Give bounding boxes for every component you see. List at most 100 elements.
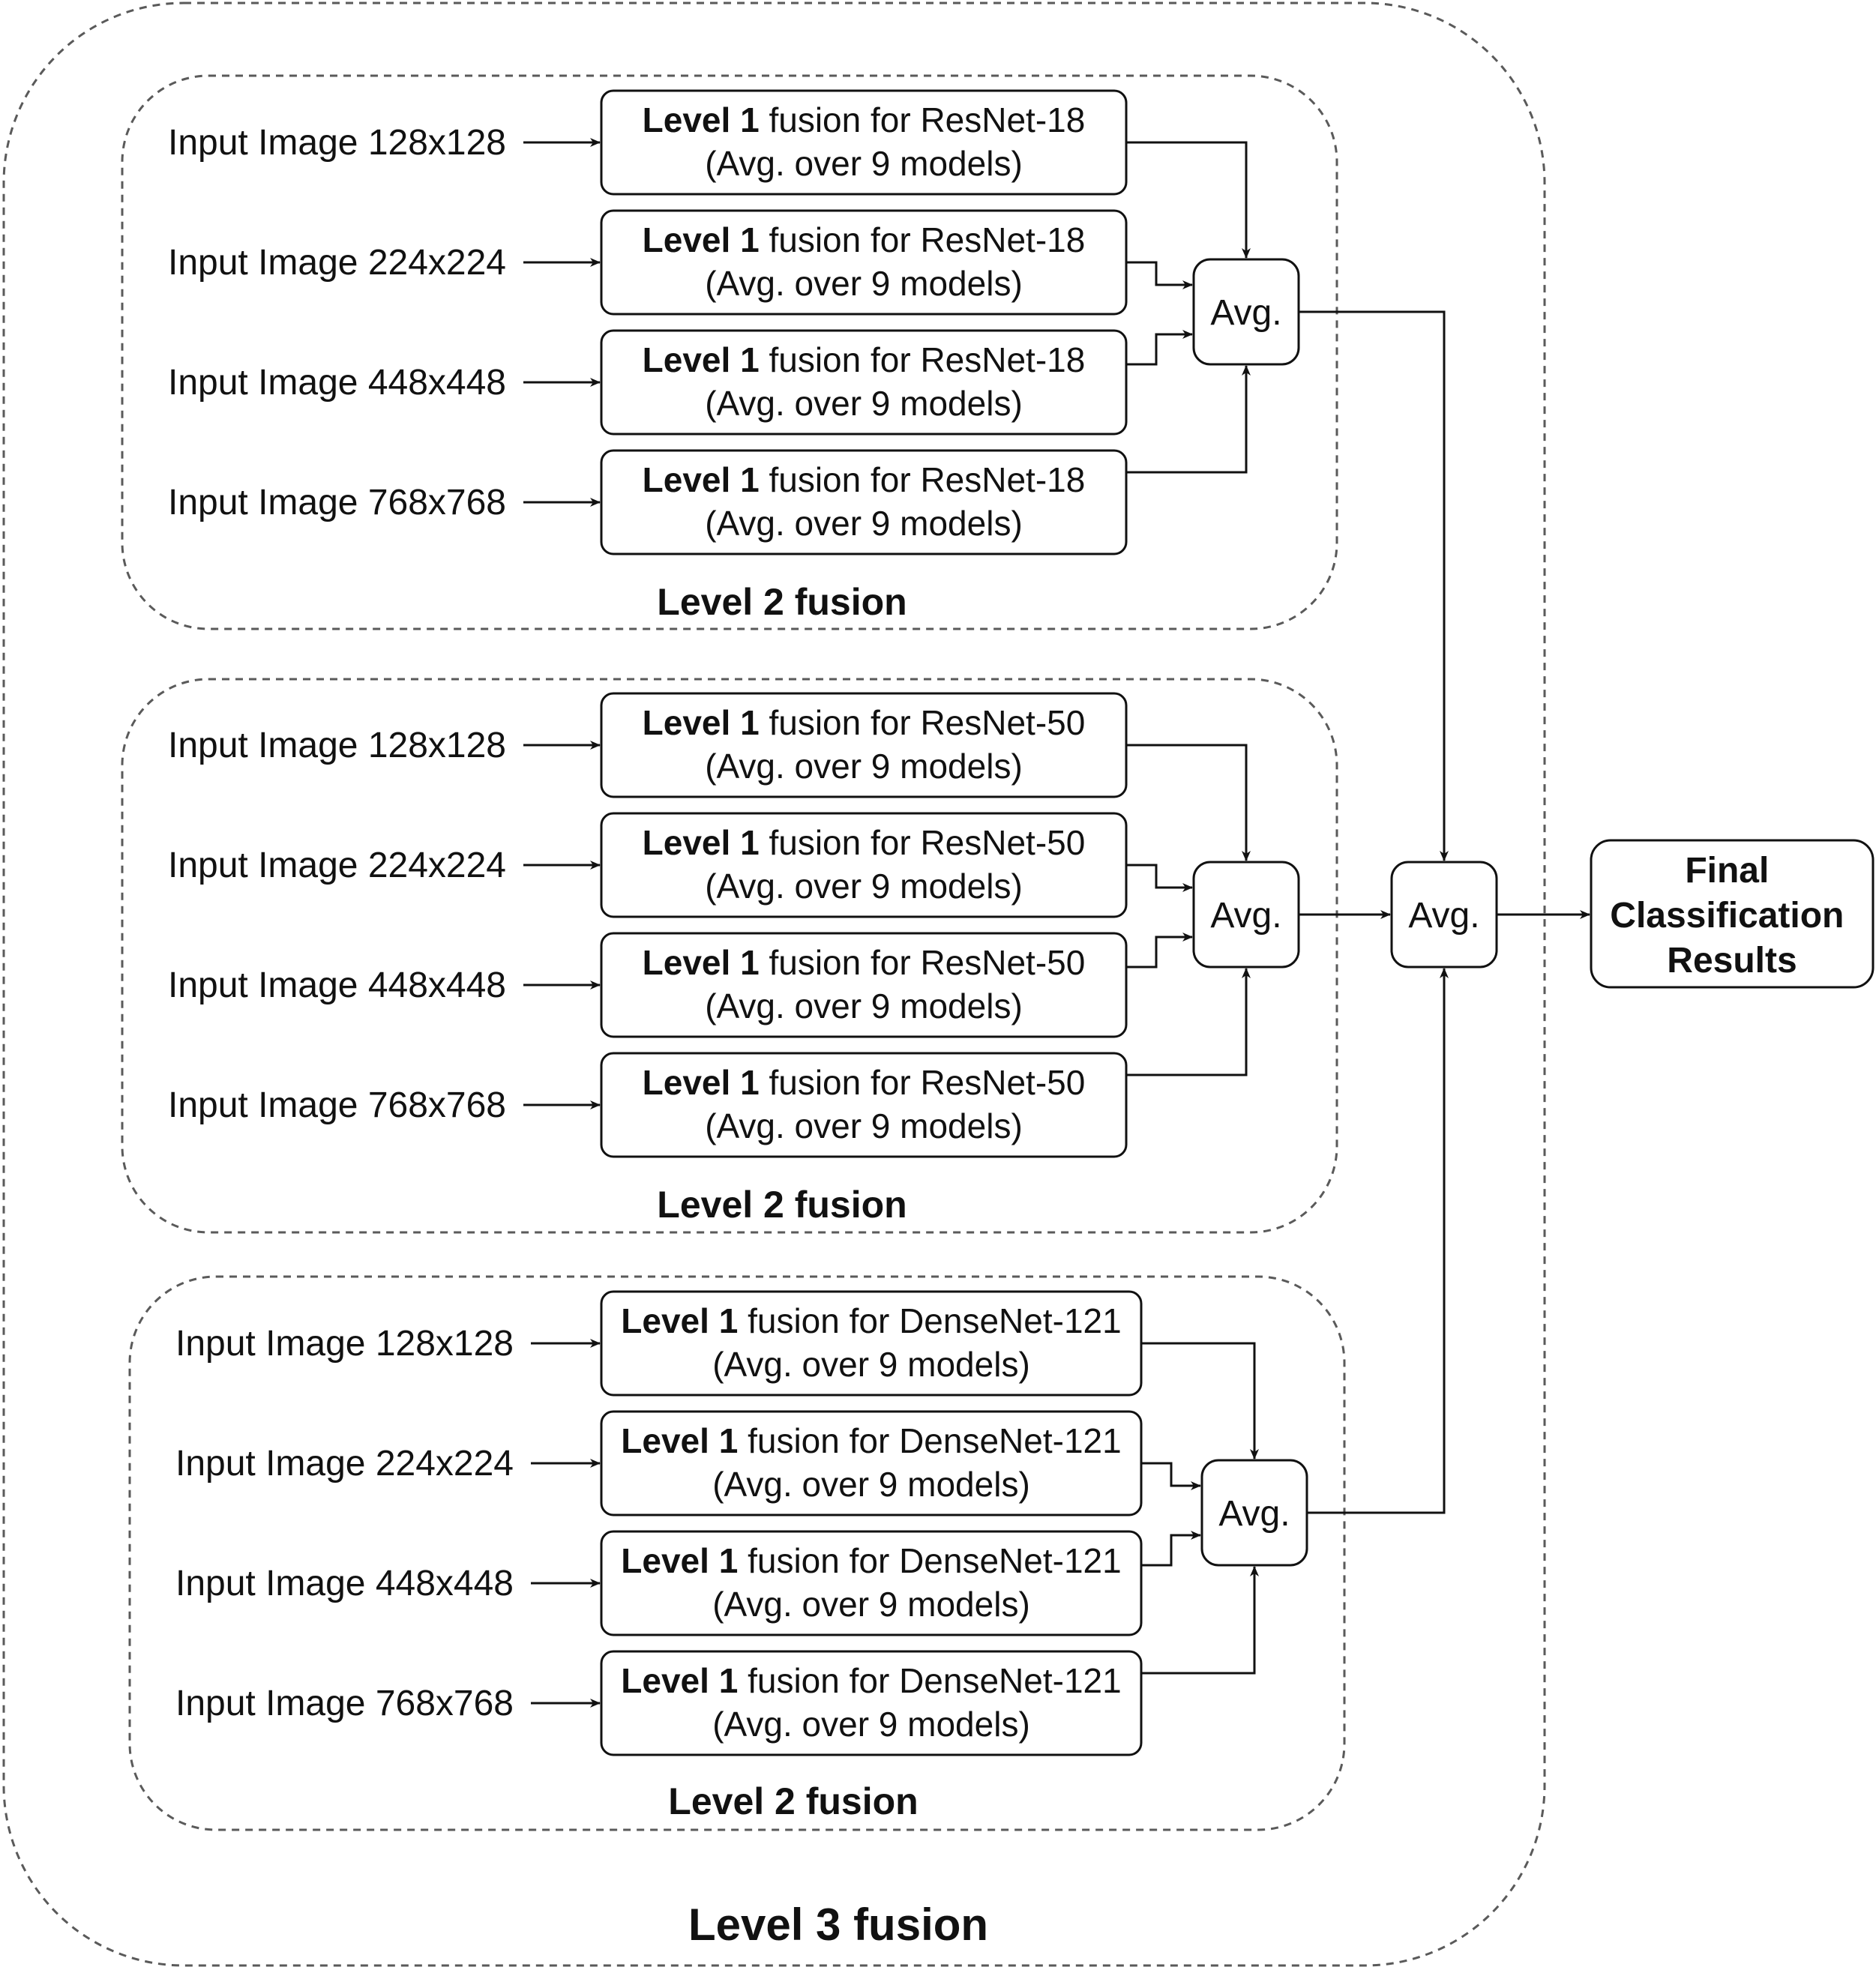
level1-rest: fusion for DenseNet-121 xyxy=(738,1301,1121,1340)
input-label: Input Image 224x224 xyxy=(168,846,506,885)
connector-box-to-avg xyxy=(1126,864,1193,892)
level1-box-title: Level 1 fusion for ResNet-18 xyxy=(643,340,1086,379)
final-result-line-3: Results xyxy=(1667,941,1797,981)
final-result-text: Final Classification Results xyxy=(1610,851,1854,981)
connector-group3-to-final xyxy=(1307,968,1449,1514)
level1-bold: Level 1 xyxy=(643,100,760,139)
level1-box-resnet50 xyxy=(600,932,1128,1038)
level1-box-title: Level 1 fusion for ResNet-50 xyxy=(643,823,1086,862)
level1-box-subtitle: (Avg. over 9 models) xyxy=(712,1705,1030,1744)
level1-bold: Level 1 xyxy=(643,823,760,862)
level1-box-resnet18 xyxy=(600,449,1128,555)
input-label: Input Image 768x768 xyxy=(175,1684,514,1723)
level1-rest: fusion for ResNet-18 xyxy=(760,100,1086,139)
input-label: Input Image 768x768 xyxy=(168,1085,506,1125)
level1-rest: fusion for ResNet-18 xyxy=(760,340,1086,379)
level1-box-title: Level 1 fusion for DenseNet-121 xyxy=(621,1301,1121,1340)
level1-box-subtitle: (Avg. over 9 models) xyxy=(705,747,1023,786)
level1-rest: fusion for ResNet-50 xyxy=(760,1063,1086,1102)
connector-group1-to-final xyxy=(1299,310,1449,861)
avg-node-resnet18 xyxy=(1192,258,1300,366)
level1-bold: Level 1 xyxy=(643,460,760,499)
level1-box-subtitle: (Avg. over 9 models) xyxy=(712,1345,1030,1384)
connector-box-to-avg xyxy=(1126,365,1251,474)
level2-label-densenet121: Level 2 fusion xyxy=(668,1780,918,1822)
input-label: Input Image 448x448 xyxy=(168,966,506,1005)
level1-box-subtitle: (Avg. over 9 models) xyxy=(705,264,1023,303)
final-result-box xyxy=(1590,839,1875,989)
level1-rest: fusion for ResNet-18 xyxy=(760,220,1086,259)
level1-box-subtitle: (Avg. over 9 models) xyxy=(712,1465,1030,1504)
level2-group-resnet50 xyxy=(121,678,1338,1234)
level1-rest: fusion for ResNet-50 xyxy=(760,943,1086,982)
level1-bold: Level 1 xyxy=(643,340,760,379)
level1-box-resnet18 xyxy=(600,329,1128,436)
connector-box-to-avg xyxy=(1126,330,1193,366)
level1-box-title: Level 1 fusion for ResNet-18 xyxy=(643,220,1086,259)
level1-rest: fusion for DenseNet-121 xyxy=(738,1661,1121,1700)
connector-box-to-avg xyxy=(1126,933,1193,969)
level1-bold: Level 1 xyxy=(621,1541,738,1580)
connector-box-to-avg xyxy=(1126,744,1251,861)
level1-rest: fusion for ResNet-50 xyxy=(760,703,1086,742)
level3-label: Level 3 fusion xyxy=(688,1900,988,1950)
level1-bold: Level 1 xyxy=(621,1301,738,1340)
input-label: Input Image 128x128 xyxy=(175,1324,514,1364)
level1-rest: fusion for DenseNet-121 xyxy=(738,1421,1121,1460)
level1-bold: Level 1 xyxy=(621,1421,738,1460)
connector-box-to-avg xyxy=(1141,1531,1201,1567)
level2-label-resnet18: Level 2 fusion xyxy=(657,581,907,623)
level2-label-resnet50: Level 2 fusion xyxy=(657,1184,907,1226)
level1-box-densenet121 xyxy=(600,1530,1143,1636)
level1-rest: fusion for ResNet-50 xyxy=(760,823,1086,862)
level1-box-subtitle: (Avg. over 9 models) xyxy=(705,384,1023,423)
level1-box-resnet50 xyxy=(600,1052,1128,1158)
input-label: Input Image 224x224 xyxy=(168,243,506,283)
connector-box-to-avg xyxy=(1141,1566,1259,1675)
level2-group-resnet18 xyxy=(121,74,1338,630)
level1-bold: Level 1 xyxy=(643,1063,760,1102)
connector-box-to-avg xyxy=(1126,141,1251,259)
final-avg-label: Avg. xyxy=(1408,896,1479,936)
level1-box-title: Level 1 fusion for ResNet-18 xyxy=(643,100,1086,139)
avg-node-label: Avg. xyxy=(1210,896,1281,936)
level1-box-subtitle: (Avg. over 9 models) xyxy=(705,986,1023,1025)
level1-bold: Level 1 xyxy=(621,1661,738,1700)
input-label: Input Image 448x448 xyxy=(168,363,506,403)
level1-box-subtitle: (Avg. over 9 models) xyxy=(705,1106,1023,1145)
connector-box-to-avg xyxy=(1126,261,1193,289)
level1-box-title: Level 1 fusion for ResNet-50 xyxy=(643,1063,1086,1102)
level2-group-densenet121 xyxy=(128,1275,1346,1831)
level1-box-title: Level 1 fusion for ResNet-50 xyxy=(643,943,1086,982)
level1-bold: Level 1 xyxy=(643,943,760,982)
final-result-line-2: Classification xyxy=(1610,896,1844,936)
level1-box-title: Level 1 fusion for ResNet-50 xyxy=(643,703,1086,742)
level1-bold: Level 1 xyxy=(643,703,760,742)
level1-box-title: Level 1 fusion for ResNet-18 xyxy=(643,460,1086,499)
avg-node-label: Avg. xyxy=(1210,293,1281,333)
input-label: Input Image 224x224 xyxy=(175,1444,514,1483)
input-label: Input Image 448x448 xyxy=(175,1564,514,1603)
avg-node-resnet50 xyxy=(1192,861,1300,969)
level1-box-title: Level 1 fusion for DenseNet-121 xyxy=(621,1421,1121,1460)
input-label: Input Image 128x128 xyxy=(168,123,506,163)
level1-box-title: Level 1 fusion for DenseNet-121 xyxy=(621,1661,1121,1700)
level1-rest: fusion for DenseNet-121 xyxy=(738,1541,1121,1580)
level1-box-densenet121 xyxy=(600,1650,1143,1756)
level1-rest: fusion for ResNet-18 xyxy=(760,460,1086,499)
level1-box-subtitle: (Avg. over 9 models) xyxy=(705,144,1023,183)
connector-box-to-avg xyxy=(1141,1342,1259,1460)
avg-node-label: Avg. xyxy=(1218,1494,1290,1534)
level1-bold: Level 1 xyxy=(643,220,760,259)
connector-box-to-avg xyxy=(1126,968,1251,1076)
input-label: Input Image 128x128 xyxy=(168,726,506,765)
input-label: Input Image 768x768 xyxy=(168,483,506,522)
level1-box-title: Level 1 fusion for DenseNet-121 xyxy=(621,1541,1121,1580)
connector-box-to-avg xyxy=(1141,1462,1201,1490)
level1-box-subtitle: (Avg. over 9 models) xyxy=(712,1585,1030,1624)
level1-box-subtitle: (Avg. over 9 models) xyxy=(705,504,1023,543)
level1-box-subtitle: (Avg. over 9 models) xyxy=(705,867,1023,906)
final-result-line-1: Final xyxy=(1685,851,1769,891)
